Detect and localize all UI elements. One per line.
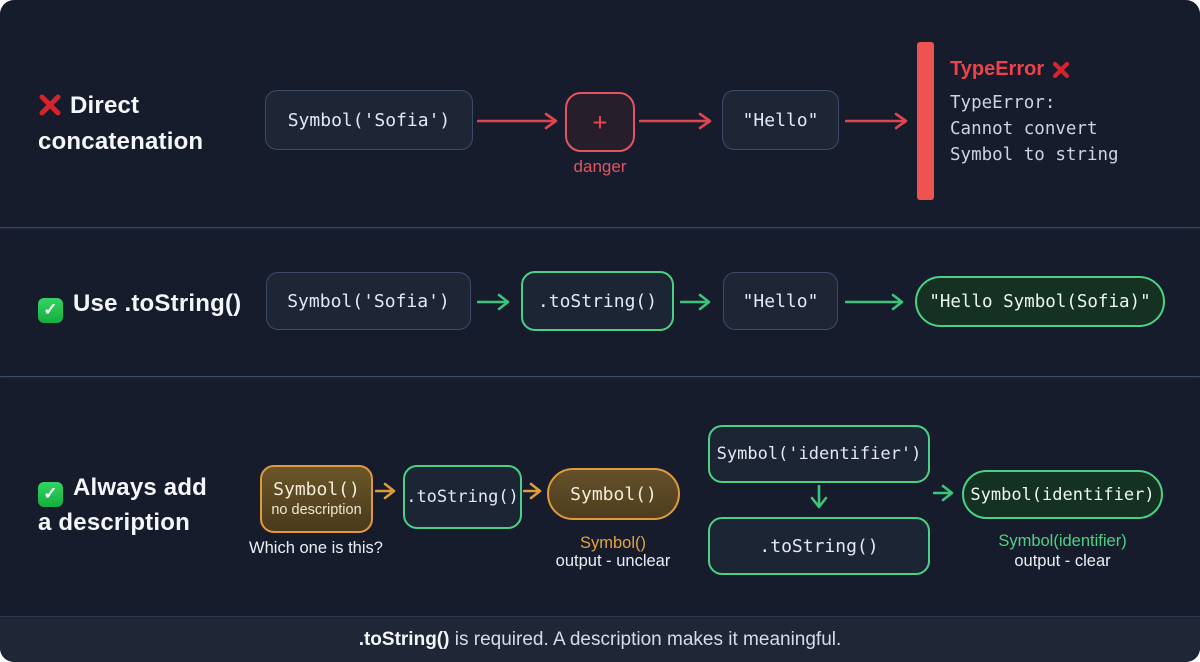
error-wall <box>917 42 934 200</box>
arrow-right-icon <box>477 112 558 130</box>
error-line: TypeError: <box>950 93 1056 113</box>
tostring-method-node: .toString() <box>708 517 930 575</box>
symbol-empty-code: Symbol() <box>273 478 360 500</box>
tostring-code: .toString() <box>537 290 658 312</box>
clear-caption-text: output - clear <box>1014 552 1111 570</box>
arrow-right-icon <box>680 293 711 311</box>
error-line: Cannot convert <box>950 119 1098 139</box>
row-divider <box>0 227 1200 228</box>
symbol-no-description-node: Symbol() no description <box>260 465 373 533</box>
footer-bar: .toString() is required. A description m… <box>0 616 1200 662</box>
row3-label: Always add a description <box>38 472 278 539</box>
hello-string-code: "Hello" <box>742 290 819 312</box>
footer-rest-text: is required. A description makes it mean… <box>449 628 842 650</box>
symbol-sofia-code: Symbol('Sofia') <box>287 109 451 131</box>
green-check-icon <box>38 481 63 507</box>
symbol-sofia-node: Symbol('Sofia') <box>265 90 473 150</box>
arrow-right-icon <box>845 112 908 130</box>
row3-label-line1: Always add <box>73 474 208 501</box>
result-pill: "Hello Symbol(Sofia)" <box>915 276 1165 327</box>
arrow-down-icon <box>810 485 828 509</box>
which-one-caption: Which one is this? <box>249 539 383 557</box>
error-title: TypeError <box>950 58 1070 81</box>
arrow-right-icon <box>845 293 904 311</box>
clear-output-pill: Symbol(identifier) <box>962 470 1163 519</box>
red-x-icon <box>1052 61 1070 79</box>
unclear-caption-text: output - unclear <box>555 552 671 570</box>
tostring-method-node: .toString() <box>521 271 674 331</box>
symbol-sofia-node: Symbol('Sofia') <box>266 272 471 330</box>
no-description-subtext: no description <box>271 502 362 519</box>
plus-operator-code: + <box>592 108 608 136</box>
arrow-right-icon <box>477 293 510 311</box>
symbol-identifier-code: Symbol(identifier) <box>970 484 1155 505</box>
green-check-icon <box>38 297 63 323</box>
row1-label-line2: concatenation <box>38 128 204 155</box>
row2-label-text: Use .toString() <box>73 290 242 317</box>
footer-bold-text: .toString() <box>358 628 450 650</box>
arrow-right-icon <box>639 112 712 130</box>
arrow-right-icon <box>523 482 542 500</box>
error-message: TypeError: Cannot convert Symbol to stri… <box>950 90 1119 168</box>
hello-string-node: "Hello" <box>723 272 838 330</box>
row-divider <box>0 376 1200 377</box>
tostring-code: .toString() <box>406 487 519 507</box>
unclear-caption-code: Symbol() <box>579 534 646 552</box>
tostring-method-node: .toString() <box>403 465 522 529</box>
symbol-identifier-code: Symbol('identifier') <box>716 444 922 464</box>
hello-string-code: "Hello" <box>742 109 819 131</box>
unclear-output-pill: Symbol() <box>547 468 680 520</box>
tostring-code: .toString() <box>759 535 879 557</box>
plus-operator-node: + <box>565 92 635 152</box>
result-code: "Hello Symbol(Sofia)" <box>929 291 1151 312</box>
hello-string-node: "Hello" <box>722 90 839 150</box>
row3-label-line2: a description <box>38 508 190 536</box>
red-x-icon <box>38 93 62 126</box>
error-title-text: TypeError <box>950 58 1045 80</box>
symbol-identifier-node: Symbol('identifier') <box>708 425 930 483</box>
danger-label: danger <box>573 157 627 176</box>
symbol-empty-code: Symbol() <box>570 483 657 505</box>
row2-label: Use .toString() <box>38 288 278 323</box>
symbol-sofia-code: Symbol('Sofia') <box>287 290 450 312</box>
arrow-right-icon <box>933 484 954 502</box>
arrow-right-icon <box>375 482 396 500</box>
row1-label: Direct concatenation <box>38 90 258 158</box>
clear-caption-code: Symbol(identifier) <box>998 532 1127 550</box>
error-line: Symbol to string <box>950 145 1119 165</box>
row1-label-line1: Direct <box>70 92 140 119</box>
